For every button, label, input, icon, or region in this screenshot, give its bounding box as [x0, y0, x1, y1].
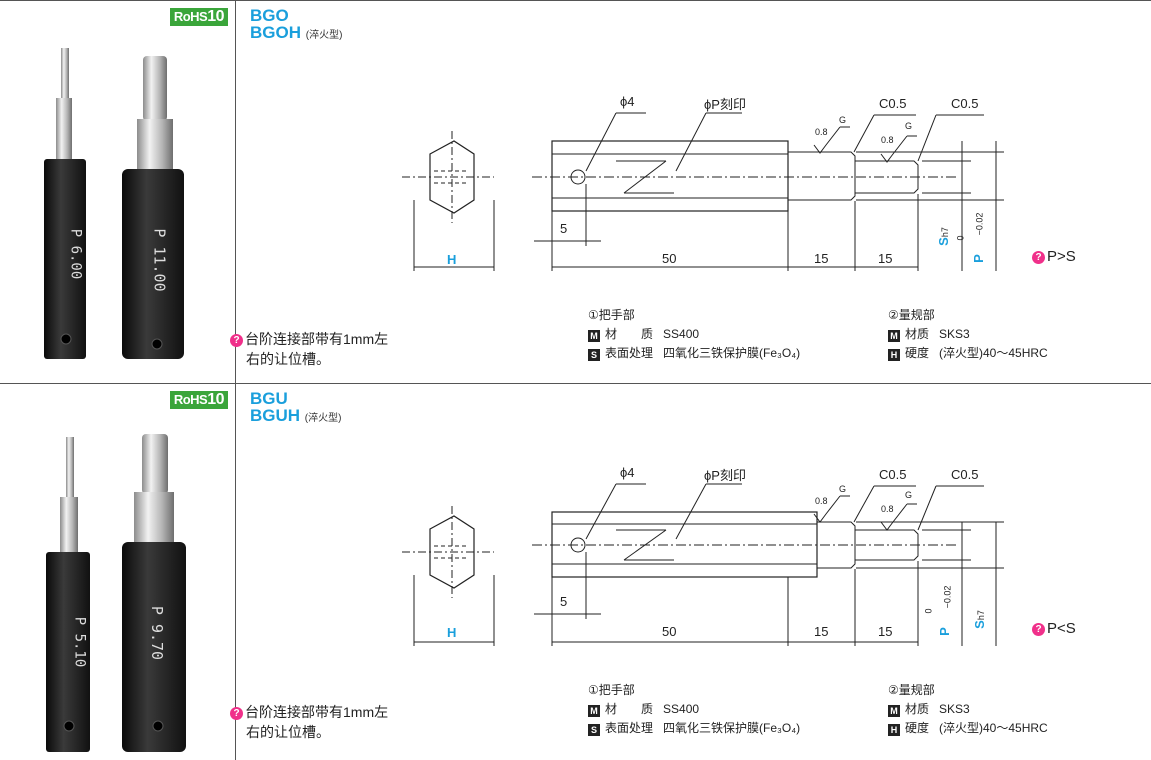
product-section-bgu: RoHS10 P 5.10 P 9.70 BGU BGUH (淬火型) [0, 383, 1151, 760]
dim-s-tolerance: Sh7 [935, 227, 951, 246]
material-icon: M [588, 705, 600, 717]
gauge-engraving-small: P 5.10 [71, 616, 88, 668]
dim-chamfer-1: C0.5 [879, 467, 907, 482]
dim-15-a: 15 [814, 251, 829, 266]
dim-chamfer-2: C0.5 [951, 467, 979, 482]
dim-engraving: ϕP刻印 [704, 97, 746, 112]
hardness-icon: H [888, 349, 900, 361]
product-code: BGO BGOH (淬火型) [250, 6, 343, 42]
material-icon: M [588, 330, 600, 342]
product-photo: RoHS10 P 6.00 P 11.00 [0, 1, 236, 384]
surface-icon: S [588, 724, 600, 736]
hardness-icon: H [888, 724, 900, 736]
condition-label: ?P<S [1032, 620, 1076, 637]
dim-p-tol-upper: 0 [955, 235, 966, 241]
gauge-engraving-small: P 6.00 [67, 228, 84, 280]
dim-engraving: ϕP刻印 [704, 468, 746, 483]
question-icon: ? [230, 334, 243, 347]
material-icon: M [888, 330, 900, 342]
dim-p: P [970, 254, 986, 263]
dim-15-a: 15 [814, 624, 829, 639]
dim-15-b: 15 [878, 251, 893, 266]
dim-p-tol-lower: −0.02 [974, 212, 985, 236]
gauge-engraving-large: P 9.70 [148, 605, 167, 661]
material-icon: M [888, 705, 900, 717]
drawing-lines [402, 483, 1004, 646]
question-icon: ? [1032, 251, 1045, 264]
roughness-2: 0.8 [881, 135, 894, 145]
dim-hex-h: H [447, 625, 457, 640]
rohs-badge: RoHS10 [169, 8, 228, 26]
dim-50: 50 [662, 624, 677, 639]
gauge-pins-image [44, 48, 184, 359]
dim-15-b: 15 [878, 624, 893, 639]
note-text: ?台阶连接部带有1mm左 右的让位槽。 [230, 702, 388, 742]
rohs-badge: RoHS10 [169, 391, 228, 409]
gauge-pins-image [46, 434, 186, 752]
grind-mark-1: G [839, 115, 847, 125]
question-icon: ? [1032, 623, 1045, 636]
note-text: ?台阶连接部带有1mm左 右的让位槽。 [230, 329, 388, 369]
technical-drawing: BGU BGUH (淬火型) [230, 384, 1151, 760]
product-photo: RoHS10 P 5.10 P 9.70 [0, 384, 236, 760]
grind-mark-1: G [839, 484, 847, 494]
dim-hole-diameter: ϕ4 [620, 94, 635, 109]
dim-p-tol-upper: 0 [923, 608, 934, 614]
dim-p-tol-lower: −0.02 [942, 585, 953, 609]
drawing-lines [402, 112, 1004, 271]
dim-chamfer-2: C0.5 [951, 96, 979, 111]
dim-s-tolerance: Sh7 [971, 610, 987, 629]
dim-5: 5 [560, 221, 568, 236]
gauge-engraving-large: P 11.00 [150, 228, 169, 292]
surface-icon: S [588, 349, 600, 361]
product-code: BGU BGUH (淬火型) [250, 389, 342, 425]
product-section-bgo: RoHS10 P 6.00 P 11.00 [0, 0, 1151, 384]
dim-chamfer-1: C0.5 [879, 96, 907, 111]
dim-hex-h: H [447, 252, 457, 267]
dim-50: 50 [662, 251, 677, 266]
technical-drawing: BGO BGOH (淬火型) [230, 1, 1151, 384]
grind-mark-2: G [905, 121, 913, 131]
condition-label: ?P>S [1032, 248, 1076, 265]
dim-5: 5 [560, 594, 568, 609]
dim-p: P [936, 627, 952, 636]
dim-hole-diameter: ϕ4 [620, 465, 635, 480]
roughness-1: 0.8 [815, 496, 828, 506]
roughness-2: 0.8 [881, 504, 894, 514]
question-icon: ? [230, 707, 243, 720]
grind-mark-2: G [905, 490, 913, 500]
roughness-1: 0.8 [815, 127, 828, 137]
